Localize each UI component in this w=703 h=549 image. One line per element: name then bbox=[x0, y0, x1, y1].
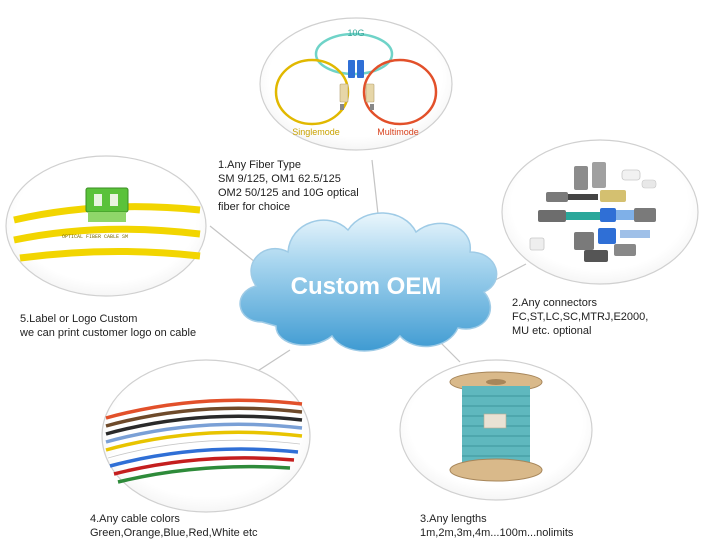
lengths-panel bbox=[399, 359, 593, 501]
connector-line-lengths bbox=[439, 341, 461, 363]
yellow-cable-bottom bbox=[19, 247, 201, 262]
fiber-type-line-3: fiber for choice bbox=[218, 201, 291, 213]
sc-apc-connector-icon bbox=[85, 187, 129, 222]
colors-line-1: Green,Orange,Blue,Red,White etc bbox=[90, 527, 258, 539]
connectors-heading: 2.Any connectors bbox=[512, 297, 597, 309]
label-panel: OPTICAL FIBER CABLE SM bbox=[5, 155, 207, 297]
connectors-note: 2.Any connectors FC,ST,LC,SC,MTRJ,E2000,… bbox=[512, 296, 648, 338]
fiber-type-line-2: OM2 50/125 and 10G optical bbox=[218, 187, 359, 199]
lengths-heading: 3.Any lengths bbox=[420, 513, 487, 525]
colored-cables bbox=[105, 398, 303, 484]
cloud-shape bbox=[239, 212, 498, 352]
center-title: Custom OEM bbox=[291, 273, 442, 300]
cable-print: OPTICAL FIBER CABLE SM bbox=[62, 234, 128, 240]
connectors-line-2: MU etc. optional bbox=[512, 325, 592, 337]
fiber-type-heading: 1.Any Fiber Type bbox=[218, 159, 301, 171]
connector-assortment-icon bbox=[529, 162, 657, 262]
fiber-type-oval bbox=[259, 17, 453, 151]
fiber-type-note: 1.Any Fiber Type SM 9/125, OM1 62.5/125 … bbox=[218, 158, 359, 214]
label-multimode: Multimode bbox=[377, 127, 419, 137]
label-note: 5.Label or Logo Custom we can print cust… bbox=[20, 312, 196, 340]
label-heading: 5.Label or Logo Custom bbox=[20, 313, 138, 325]
connector-line-fiber-type bbox=[371, 159, 379, 215]
label-line-1: we can print customer logo on cable bbox=[20, 327, 197, 339]
cable-spool-icon bbox=[449, 371, 543, 482]
colors-heading: 4.Any cable colors bbox=[90, 513, 180, 525]
multimode-fiber-loop bbox=[362, 58, 438, 126]
label-10g: 10G bbox=[347, 28, 364, 38]
fiber-type-line-1: SM 9/125, OM1 62.5/125 bbox=[218, 173, 341, 185]
lengths-note: 3.Any lengths 1m,2m,3m,4m...100m...nolim… bbox=[420, 512, 573, 540]
colors-panel bbox=[101, 359, 311, 513]
lengths-line-1: 1m,2m,3m,4m...100m...nolimits bbox=[420, 527, 574, 539]
connector-line-label bbox=[209, 225, 256, 263]
fiber-type-panel: 10G Singlemode Multimode bbox=[259, 17, 453, 151]
connectors-panel bbox=[501, 139, 699, 285]
lc-connectors-icon bbox=[339, 60, 375, 110]
label-singlemode: Singlemode bbox=[292, 127, 340, 137]
custom-oem-cloud: Custom OEM bbox=[239, 212, 498, 352]
connectors-line-1: FC,ST,LC,SC,MTRJ,E2000, bbox=[512, 311, 649, 323]
colors-note: 4.Any cable colors Green,Orange,Blue,Red… bbox=[90, 512, 258, 540]
yellow-cable-middle bbox=[13, 225, 201, 244]
